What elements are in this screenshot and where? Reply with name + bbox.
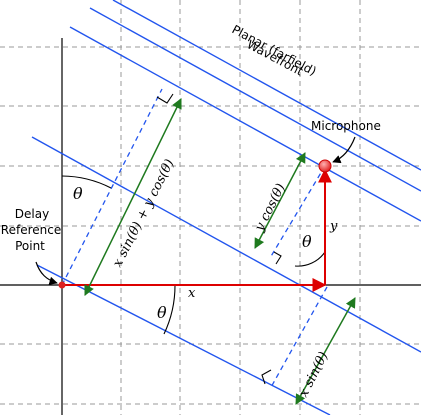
theta-arc-microphone bbox=[294, 251, 326, 267]
angle-arcs bbox=[61, 175, 326, 335]
right-angle-top bbox=[156, 93, 174, 104]
right-angle-marks bbox=[156, 93, 282, 385]
x-label: x bbox=[188, 286, 196, 301]
theta-label-reference: θ bbox=[73, 184, 83, 203]
microphone-label: Microphone bbox=[311, 119, 381, 133]
right-angle-middle bbox=[273, 251, 282, 265]
distance-arrows bbox=[84, 98, 356, 405]
reference-callout-arrow bbox=[35, 261, 58, 285]
theta-label-microphone: θ bbox=[302, 232, 312, 251]
total-delay-arrow bbox=[84, 98, 182, 296]
y-label: y bbox=[329, 219, 338, 234]
wavefront-line-2 bbox=[89, 7, 421, 192]
reference-label-line1: Delay bbox=[15, 207, 49, 221]
theta-arc-reference bbox=[61, 175, 112, 189]
reference-label-line2: Reference bbox=[1, 223, 61, 237]
wavefront-line-3 bbox=[69, 26, 421, 222]
theta-label-bottom: θ bbox=[157, 303, 167, 322]
microphone-dot bbox=[318, 159, 332, 173]
x-component-label: x sin(θ) bbox=[296, 350, 331, 400]
reference-point-dot bbox=[58, 281, 66, 289]
projection-from-microphone bbox=[269, 165, 326, 259]
wavefront-line-1 bbox=[112, 0, 421, 171]
wavefront-lines bbox=[31, 0, 421, 416]
x-component-arrow bbox=[295, 297, 356, 405]
right-angle-bottom bbox=[261, 369, 272, 385]
microphone-callout-arrow bbox=[332, 136, 356, 164]
reference-label-line3: Point bbox=[15, 239, 45, 253]
y-component-label: y cos(θ) bbox=[252, 181, 289, 234]
wavefront-through-reference bbox=[36, 264, 331, 416]
wavefront-through-microphone bbox=[31, 136, 421, 353]
y-component-arrow bbox=[254, 152, 306, 249]
